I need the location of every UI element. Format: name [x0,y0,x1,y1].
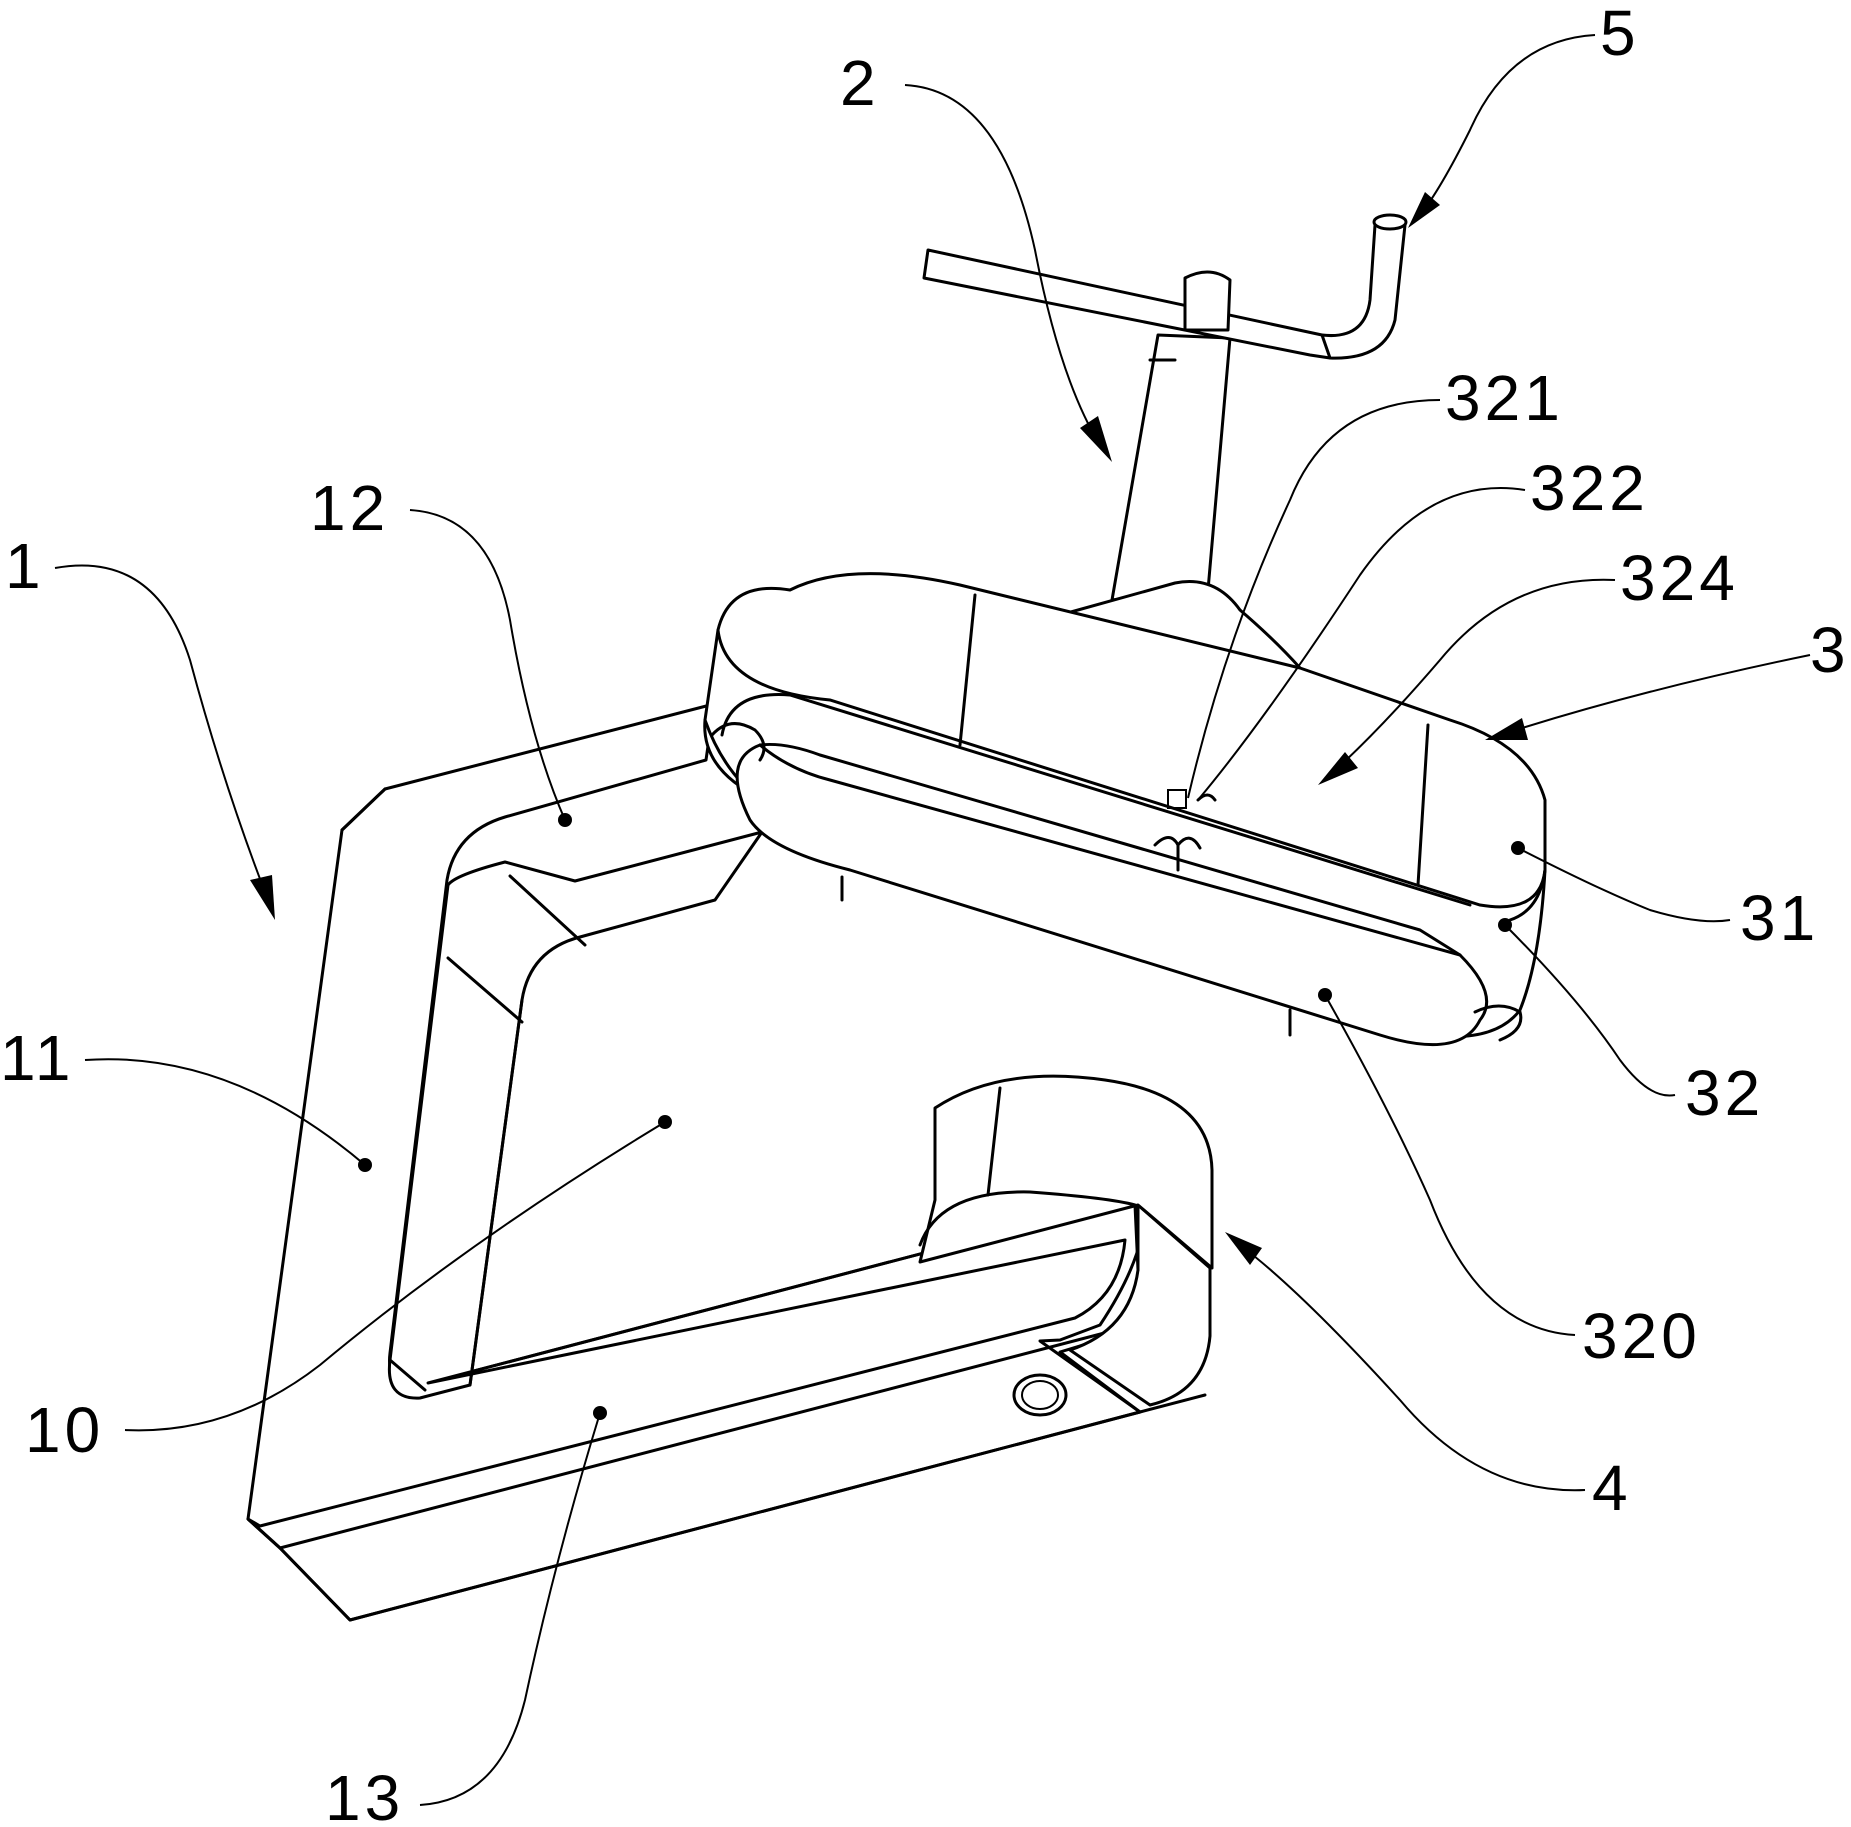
label-2: 2 [840,47,880,119]
leader-2-arrow [1080,416,1112,462]
leader-31-dot [1511,841,1525,855]
label-31: 31 [1740,882,1819,954]
frame-body [246,702,1212,1622]
label-11: 11 [0,1022,74,1094]
label-12: 12 [310,472,389,544]
leader-12 [409,509,566,821]
label-3: 3 [1810,614,1850,686]
leader-4 [1239,1244,1586,1492]
clamp-ring-3 [703,572,1547,1047]
leader-10-dot [658,1115,672,1129]
leader-5-arrow [1408,192,1440,228]
screw-2 [922,213,1408,602]
leader-3 [1499,654,1811,736]
leader-13-dot [593,1406,607,1420]
leader-3-arrow [1485,718,1528,740]
label-1: 1 [5,530,45,602]
label-322: 322 [1530,452,1649,524]
label-32: 32 [1685,1057,1764,1129]
leader-324-arrow [1318,752,1358,785]
label-324: 324 [1620,542,1739,614]
label-321: 321 [1445,362,1564,434]
leader-320 [1324,994,1576,1336]
leader-13 [419,1412,601,1806]
label-320: 320 [1582,1300,1701,1372]
leader-1-arrow [250,875,275,920]
leader-11 [84,1058,366,1166]
leader-12-dot [558,813,572,827]
leader-1 [54,564,271,906]
leader-324 [1329,578,1616,776]
label-10: 10 [25,1394,104,1466]
label-4: 4 [1592,1452,1632,1524]
leader-2 [904,84,1101,446]
leader-32-dot [1498,918,1512,932]
leader-320-dot [1318,988,1332,1002]
leader-4-arrow [1225,1232,1262,1265]
leader-321 [1187,399,1441,799]
cylinder-4 [918,1074,1214,1270]
label-5: 5 [1600,0,1640,69]
leader-31 [1517,847,1731,923]
label-13: 13 [325,1762,404,1827]
leader-11-dot [358,1158,372,1172]
leader-5 [1419,34,1596,216]
leader-322 [1197,487,1526,801]
leader-10 [124,1121,666,1432]
leader-32 [1504,924,1676,1097]
